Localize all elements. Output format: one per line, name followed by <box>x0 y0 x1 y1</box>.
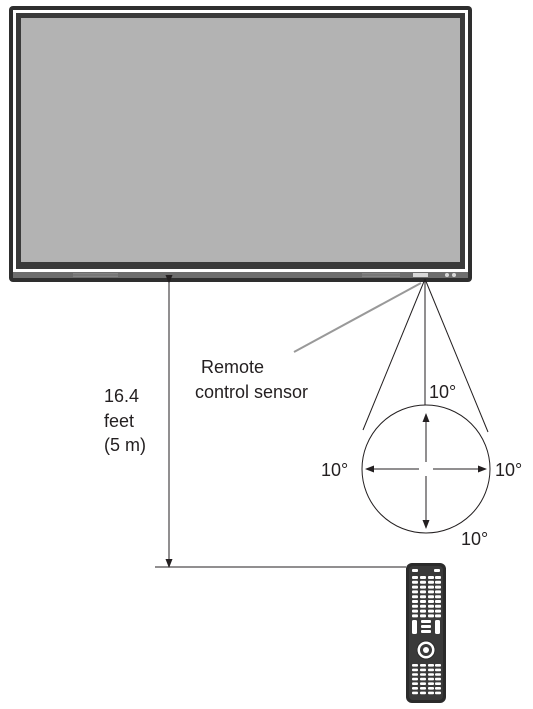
remote-button <box>428 668 434 672</box>
remote-button <box>412 600 418 603</box>
remote-button <box>420 580 426 584</box>
remote-button <box>435 614 441 618</box>
remote-button <box>412 585 418 589</box>
remote-button <box>420 664 426 667</box>
remote-button <box>435 677 441 681</box>
remote-button <box>435 682 441 685</box>
remote-button <box>420 590 426 594</box>
remote-button <box>435 595 441 599</box>
remote-button <box>428 576 434 579</box>
remote-button <box>420 604 426 608</box>
remote-button <box>412 576 418 579</box>
sensor-leader-line <box>293 282 422 353</box>
remote-button <box>412 682 418 685</box>
remote-button <box>420 682 426 685</box>
remote-button <box>420 687 426 690</box>
distance-label-line1: 16.4 <box>104 386 139 406</box>
remote-control-icon <box>406 563 446 703</box>
remote-button <box>435 600 441 603</box>
remote-button <box>428 691 434 695</box>
remote-button <box>421 630 431 633</box>
remote-button <box>421 625 431 628</box>
sensor-label-line1: Remote <box>201 357 264 377</box>
remote-button <box>435 604 441 608</box>
remote-button <box>412 595 418 599</box>
remote-button <box>435 585 441 589</box>
remote-button <box>435 668 441 672</box>
remote-button <box>420 673 426 676</box>
remote-button <box>420 595 426 599</box>
remote-button <box>420 614 426 618</box>
reception-cone <box>362 278 489 433</box>
remote-button <box>435 691 441 695</box>
remote-button <box>412 590 418 594</box>
remote-button <box>412 580 418 584</box>
sensor-label-line2: control sensor <box>195 382 308 402</box>
speaker-grille-left <box>73 273 118 277</box>
remote-button <box>435 590 441 594</box>
remote-button <box>412 664 418 667</box>
distance-label-line3: (5 m) <box>104 435 146 455</box>
remote-button <box>435 673 441 676</box>
remote-button <box>435 576 441 579</box>
remote-button <box>428 590 434 594</box>
angle-arrows <box>365 413 487 529</box>
remote-button <box>428 604 434 608</box>
remote-button <box>421 620 431 623</box>
remote-dpad-center <box>423 647 429 653</box>
remote-button <box>428 585 434 589</box>
remote-button <box>428 580 434 584</box>
remote-button <box>412 673 418 676</box>
remote-button <box>428 609 434 613</box>
monitor-bottom-strip <box>13 272 468 278</box>
range-circle-icon <box>361 404 491 534</box>
power-led-icon <box>452 273 456 277</box>
remote-button <box>412 687 418 690</box>
remote-buttons <box>412 569 441 695</box>
remote-button <box>420 576 426 579</box>
remote-button <box>434 569 440 572</box>
remote-button <box>412 691 418 695</box>
angle-label-right: 10° <box>495 460 522 480</box>
remote-button <box>428 595 434 599</box>
remote-button <box>420 585 426 589</box>
angle-label-left: 10° <box>321 460 348 480</box>
remote-button <box>428 673 434 676</box>
distance-dimension <box>155 275 406 568</box>
remote-button <box>435 664 441 667</box>
remote-button <box>428 677 434 681</box>
remote-button <box>420 668 426 672</box>
remote-button <box>428 664 434 667</box>
remote-rocker-right <box>435 620 440 634</box>
remote-button <box>420 677 426 681</box>
remote-button <box>428 682 434 685</box>
remote-button <box>435 609 441 613</box>
power-button-icon <box>445 273 449 277</box>
angle-label-top: 10° <box>429 382 456 402</box>
remote-button <box>435 580 441 584</box>
remote-button <box>428 600 434 603</box>
remote-button <box>420 609 426 613</box>
speaker-grille-right <box>362 273 400 277</box>
monitor-screen <box>21 18 460 262</box>
remote-sensor-window <box>413 273 428 277</box>
distance-label-line2: feet <box>104 411 134 431</box>
remote-button <box>435 687 441 690</box>
remote-button <box>412 668 418 672</box>
remote-button <box>428 614 434 618</box>
remote-rocker-left <box>412 620 417 634</box>
display-monitor-icon <box>9 6 472 282</box>
remote-button <box>420 691 426 695</box>
remote-button <box>420 600 426 603</box>
remote-button <box>412 569 418 572</box>
remote-button <box>412 614 418 618</box>
angle-label-bottom: 10° <box>461 529 488 549</box>
remote-button <box>412 604 418 608</box>
remote-button <box>412 609 418 613</box>
remote-button <box>412 677 418 681</box>
remote-button <box>428 687 434 690</box>
